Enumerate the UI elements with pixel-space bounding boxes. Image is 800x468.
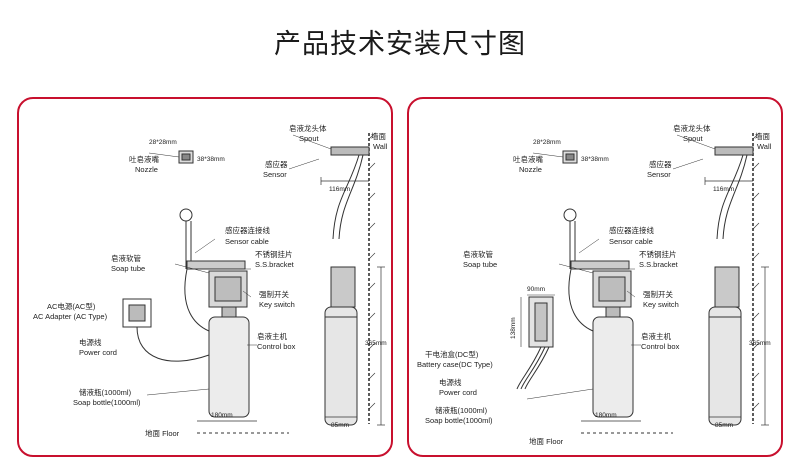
label-dim-116: 116mm bbox=[329, 186, 350, 193]
bottle-shape bbox=[592, 316, 634, 418]
label-dim-365: 365mm bbox=[749, 340, 771, 347]
label-dim-180: 180mm bbox=[595, 412, 617, 419]
label-battery-cn: 干电池盒(DC型) bbox=[425, 349, 479, 359]
label-spout-en: Spout bbox=[299, 134, 320, 143]
ac-installation-diagram: 28*28mm 38*38mm 吐皂液嘴 Nozzle 皂液龙头体 Spout … bbox=[33, 123, 388, 438]
label-power-cn: 电源线 bbox=[439, 377, 462, 387]
label-nozzle-en: Nozzle bbox=[135, 165, 158, 174]
label-dim-138: 138mm bbox=[510, 317, 517, 339]
label-dim-85: 85mm bbox=[331, 422, 349, 429]
page-title: 产品技术安装尺寸图 bbox=[274, 29, 526, 60]
label-soap-tube-cn: 皂液软管 bbox=[463, 249, 493, 259]
label-key-cn: 强制开关 bbox=[643, 289, 673, 299]
label-floor: 地面 Floor bbox=[145, 428, 180, 438]
faucet-loop bbox=[179, 208, 193, 222]
label-bottle-en: Soap bottle(1000ml) bbox=[73, 398, 141, 407]
label-dim-nozzle-b: 38*38mm bbox=[197, 156, 225, 163]
label-sensor-en: Sensor bbox=[263, 170, 287, 179]
label-sensor-cable-en: Sensor cable bbox=[225, 237, 269, 246]
label-control-cn: 皂液主机 bbox=[641, 331, 671, 341]
label-ac-en: AC Adapter (AC Type) bbox=[33, 312, 108, 321]
label-bracket-cn: 不锈钢挂片 bbox=[255, 249, 293, 259]
diagram-panel-ac: 28*28mm 38*38mm 吐皂液嘴 Nozzle 皂液龙头体 Spout … bbox=[17, 97, 393, 457]
label-wall-en: Wall bbox=[757, 142, 772, 151]
label-bracket-en: S.S.bracket bbox=[255, 260, 295, 269]
label-spout-cn: 皂液龙头体 bbox=[673, 123, 711, 133]
side-control-box bbox=[714, 266, 740, 308]
label-control-en: Control box bbox=[257, 342, 296, 351]
label-soap-tube-en: Soap tube bbox=[111, 264, 145, 273]
bracket-shape bbox=[186, 260, 246, 270]
label-power-en: Power cord bbox=[439, 388, 477, 397]
label-wall-en: Wall bbox=[373, 142, 388, 151]
side-tube bbox=[332, 154, 360, 240]
side-bottle bbox=[324, 306, 358, 426]
diagram-panel-dc: 28*28mm 38*38mm 吐皂液嘴 Nozzle 皂液龙头体 Spout … bbox=[407, 97, 783, 457]
power-cord-line bbox=[136, 326, 210, 362]
label-battery-en: Battery case(DC Type) bbox=[417, 360, 493, 369]
label-bracket-en: S.S.bracket bbox=[639, 260, 679, 269]
spout-shape bbox=[714, 146, 754, 156]
label-power-cn: 电源线 bbox=[79, 337, 102, 347]
faucet-loop bbox=[563, 208, 577, 222]
label-bottle-cn: 储液瓶(1000ml) bbox=[79, 387, 132, 397]
label-control-en: Control box bbox=[641, 342, 680, 351]
label-spout-cn: 皂液龙头体 bbox=[289, 123, 327, 133]
spout-shape bbox=[330, 146, 370, 156]
label-dim-85: 85mm bbox=[715, 422, 733, 429]
label-bottle-cn: 储液瓶(1000ml) bbox=[435, 405, 488, 415]
label-bottle-en: Soap bottle(1000ml) bbox=[425, 416, 493, 425]
dc-installation-diagram: 28*28mm 38*38mm 吐皂液嘴 Nozzle 皂液龙头体 Spout … bbox=[417, 123, 772, 446]
bottle-shape bbox=[208, 316, 250, 418]
bracket-shape bbox=[570, 260, 630, 270]
label-dim-nozzle-a: 28*28mm bbox=[533, 139, 561, 146]
label-key-en: Key switch bbox=[643, 300, 679, 309]
label-wall-cn: 墙面 bbox=[371, 131, 386, 141]
label-sensor-cn: 感应器 bbox=[265, 159, 288, 169]
label-sensor-cn: 感应器 bbox=[649, 159, 672, 169]
label-dim-180: 180mm bbox=[211, 412, 233, 419]
label-control-cn: 皂液主机 bbox=[257, 331, 287, 341]
label-wall-cn: 墙面 bbox=[755, 131, 770, 141]
side-control-box bbox=[330, 266, 356, 308]
label-sensor-en: Sensor bbox=[647, 170, 671, 179]
label-key-en: Key switch bbox=[259, 300, 295, 309]
power-cord-line bbox=[516, 346, 542, 390]
label-soap-tube-cn: 皂液软管 bbox=[111, 253, 141, 263]
side-bottle bbox=[708, 306, 742, 426]
label-floor: 地面 Floor bbox=[529, 436, 564, 446]
label-soap-tube-en: Soap tube bbox=[463, 260, 497, 269]
label-dim-365: 365mm bbox=[365, 340, 387, 347]
label-nozzle-cn: 吐皂液嘴 bbox=[129, 154, 159, 164]
label-ac-cn: AC电源(AC型) bbox=[47, 301, 96, 311]
label-dim-nozzle-a: 28*28mm bbox=[149, 139, 177, 146]
label-nozzle-cn: 吐皂液嘴 bbox=[513, 154, 543, 164]
label-bracket-cn: 不锈钢挂片 bbox=[639, 249, 677, 259]
label-sensor-cable-en: Sensor cable bbox=[609, 237, 653, 246]
label-sensor-cable-cn: 感应器连接线 bbox=[609, 225, 654, 235]
label-nozzle-en: Nozzle bbox=[519, 165, 542, 174]
label-sensor-cable-cn: 感应器连接线 bbox=[225, 225, 270, 235]
label-key-cn: 强制开关 bbox=[259, 289, 289, 299]
label-dim-116: 116mm bbox=[713, 186, 734, 193]
label-dim-nozzle-b: 38*38mm bbox=[581, 156, 609, 163]
label-spout-en: Spout bbox=[683, 134, 704, 143]
label-power-en: Power cord bbox=[79, 348, 117, 357]
label-dim-90: 90mm bbox=[527, 286, 545, 293]
